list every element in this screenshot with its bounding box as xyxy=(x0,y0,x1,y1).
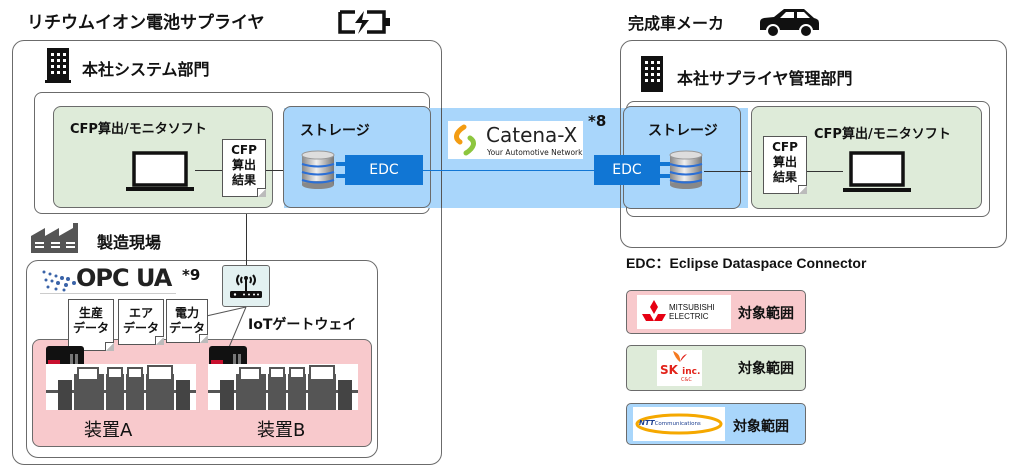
supplier-cfp-result-document[interactable]: CFP 算出 結果 xyxy=(222,139,266,197)
doc-line: 算出 xyxy=(231,158,256,172)
doc-line: CFP xyxy=(772,140,798,154)
opc-ua-logo: OPC UA xyxy=(40,264,176,294)
doc-line: CFP xyxy=(231,143,257,157)
logo-line: inc. xyxy=(682,367,701,377)
office-building-icon xyxy=(641,56,663,92)
doc-line: 生産 xyxy=(78,306,103,320)
mitsubishi-electric-logo: MITSUBISHI ELECTRIC xyxy=(637,295,731,329)
laptop-icon[interactable] xyxy=(125,151,195,193)
data-document-air[interactable]: エア データ xyxy=(118,299,164,345)
logo-line: C&C xyxy=(681,377,692,383)
production-line-icon xyxy=(208,364,358,410)
legend-label: 対象範囲 xyxy=(738,306,794,322)
factory-icon xyxy=(31,223,78,253)
legend-label: 対象範囲 xyxy=(733,419,789,435)
catena-x-name: Catena-X xyxy=(486,123,578,147)
mitsubishi-text: MITSUBISHI ELECTRIC xyxy=(669,303,715,321)
supplier-title: リチウムイオン電池サプライヤ xyxy=(27,13,265,33)
doc-line: データ xyxy=(72,321,109,335)
legend-item-ntt: NTTCommunications 対象範囲 xyxy=(626,403,806,445)
catena-x-mark-icon xyxy=(454,124,476,156)
opc-ua-text: OPC UA xyxy=(76,264,172,292)
supplier-edc-connector[interactable]: EDC xyxy=(345,155,423,185)
sk-text: SK inc. xyxy=(660,363,700,377)
doc-line: データ xyxy=(168,321,205,335)
data-document-production[interactable]: 生産 データ xyxy=(68,299,114,351)
factory-title: 製造現場 xyxy=(97,233,162,252)
supplier-hq-title: 本社システム部門 xyxy=(82,60,210,79)
mitsubishi-diamonds-icon xyxy=(642,300,666,321)
laptop-icon[interactable] xyxy=(842,151,912,195)
legend-label: 対象範囲 xyxy=(738,361,794,377)
database-icon xyxy=(301,150,335,189)
logo-line: Communications xyxy=(654,421,701,427)
oem-title: 完成車メーカ xyxy=(628,14,725,33)
doc-line: 算出 xyxy=(772,155,797,169)
legend-item-mitsubishi: MITSUBISHI ELECTRIC 対象範囲 xyxy=(626,290,806,334)
device-a-label: 装置A xyxy=(84,420,133,441)
catena-x-footnote: *8 xyxy=(588,112,607,130)
office-building-icon xyxy=(45,48,71,83)
ntt-swoosh-icon xyxy=(635,413,723,435)
iot-gateway-label: IoTゲートウェイ xyxy=(248,317,357,333)
device-b-label: 装置B xyxy=(257,420,306,441)
doc-line: 結果 xyxy=(772,170,797,184)
production-line-icon xyxy=(46,364,196,410)
supplier-container xyxy=(12,40,442,465)
wireless-router-icon xyxy=(230,274,262,298)
doc-line: 結果 xyxy=(231,173,256,187)
oem-cfp-software-title: CFP算出/モニタソフト xyxy=(814,127,951,142)
logo-line: SK xyxy=(660,363,678,377)
oem-storage-title: ストレージ xyxy=(648,123,718,139)
oem-container xyxy=(620,40,1007,248)
iot-gateway-device[interactable] xyxy=(222,265,270,307)
sk-butterfly-icon xyxy=(673,351,687,362)
doc-line: 電力 xyxy=(174,306,199,320)
oem-cfp-result-document[interactable]: CFP 算出 結果 xyxy=(763,136,807,194)
catena-x-logo: Catena-X Your Automotive Network xyxy=(448,121,583,159)
ntt-communications-logo: NTTCommunications xyxy=(633,407,725,441)
car-icon xyxy=(760,9,819,38)
logo-line: MITSUBISHI xyxy=(669,303,715,312)
legend-item-sk: SK inc. C&C 対象範囲 xyxy=(626,345,806,391)
oem-hq-title: 本社サプライヤ管理部門 xyxy=(677,69,853,88)
opc-ua-footnote: *9 xyxy=(182,266,201,284)
supplier-storage-title: ストレージ xyxy=(300,123,370,139)
doc-line: データ xyxy=(122,321,159,335)
supplier-cfp-software-title: CFP算出/モニタソフト xyxy=(70,122,207,137)
sk-inc-logo: SK inc. C&C xyxy=(657,350,702,386)
edc-definition: EDC：Eclipse Dataspace Connector xyxy=(626,255,867,271)
logo-line: ELECTRIC xyxy=(669,312,709,321)
opc-ua-dots-icon xyxy=(42,270,76,292)
catena-x-tagline: Your Automotive Network xyxy=(487,148,583,157)
battery-charging-icon xyxy=(338,10,390,34)
logo-line: NTT xyxy=(639,419,655,427)
doc-line: エア xyxy=(128,306,153,320)
edc-data-exchange-line xyxy=(423,170,595,171)
oem-edc-connector[interactable]: EDC xyxy=(594,155,660,185)
database-icon xyxy=(669,150,703,189)
factory-container xyxy=(26,260,378,458)
data-document-power[interactable]: 電力 データ xyxy=(166,299,208,343)
ntt-text: NTTCommunications xyxy=(639,419,701,427)
